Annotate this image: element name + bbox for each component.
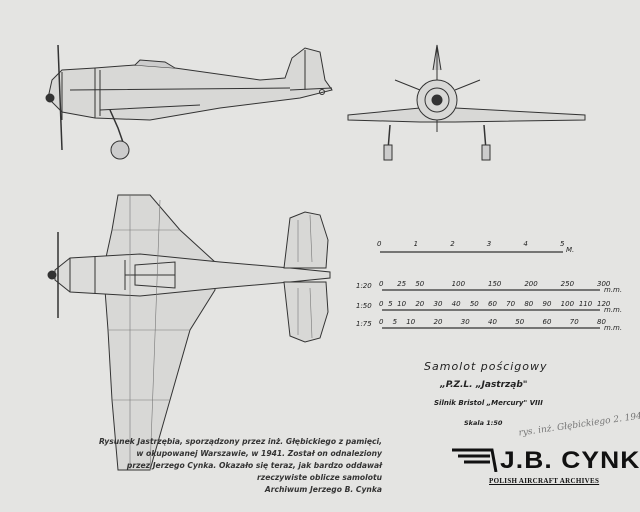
scale-tick-label: 90 (542, 300, 552, 308)
front-view (347, 44, 586, 161)
scale-tick-label: 0 (379, 280, 384, 288)
scale-tick-label: 5 (388, 300, 393, 308)
caption-line: w okupowanej Warszawie, w 1941. Został o… (136, 449, 382, 458)
scale-tick-label: 110 (578, 300, 593, 308)
scale-tick-label: 100 (451, 280, 466, 288)
scale-tick-label: 25 (397, 280, 407, 288)
engine-line: Silnik Bristol „Mercury" VIII (434, 399, 543, 407)
caption-line: Rysunek Jastrzębia, sporządzony przez in… (98, 437, 382, 446)
scale-tick-label: 5 (392, 318, 398, 326)
scale-tick-label: 80 (597, 318, 606, 326)
scale-unit: m.m. (604, 306, 623, 314)
scale-tick-label: 1 (413, 240, 419, 248)
title-line-1: Samolot pościgowy (424, 360, 548, 373)
scale-tick-label: 60 (488, 300, 497, 308)
title-line-2: „P.Z.L. „Jastrząb" (440, 380, 528, 390)
scale-bars (380, 251, 600, 329)
logo-name: J.B. CYNK (500, 447, 640, 474)
scale-tick-label: 200 (524, 280, 538, 288)
scale-tick-label: 2 (450, 240, 455, 248)
scale-ratio-label: 1:75 (356, 320, 372, 328)
scale-tick-label: 150 (488, 280, 502, 288)
top-view (47, 194, 331, 471)
scale-tick-label: 20 (433, 318, 443, 326)
scale-label: Skala 1:50 (464, 419, 503, 427)
scale-tick-label: 5 (560, 240, 565, 248)
logo-subtitle: POLISH AIRCRAFT ARCHIVES (489, 477, 600, 485)
scale-ratio-label: 1:20 (356, 282, 372, 290)
caption: Rysunek Jastrzębia, sporządzony przez in… (99, 436, 382, 496)
scale-tick-label: 20 (415, 300, 425, 308)
scale-tick-label: 50 (415, 280, 425, 288)
scale-tick-label: 50 (515, 318, 525, 326)
scale-tick-label: 30 (460, 318, 470, 326)
scale-tick-label: 70 (569, 318, 579, 326)
scale-tick-label: 300 (597, 280, 611, 288)
caption-line: Archiwum Jerzego B. Cynka (264, 485, 382, 494)
scale-tick-label: 40 (488, 318, 497, 326)
scale-tick-label: 120 (597, 300, 611, 308)
scale-tick-label: 50 (469, 300, 479, 308)
caption-line: rzeczywiste oblicze samolotu (257, 473, 382, 482)
scale-unit: m.m. (604, 324, 623, 332)
scale-tick-label: 40 (451, 300, 461, 308)
scale-tick-label: 0 (379, 318, 384, 326)
logo-wings-icon (452, 448, 498, 472)
scale-ratio-label: 1:50 (356, 302, 372, 310)
scale-tick-label: 10 (397, 300, 407, 308)
scale-tick-label: 30 (433, 300, 443, 308)
scale-tick-label: 100 (560, 300, 575, 308)
scale-tick-label: 80 (524, 300, 534, 308)
scale-tick-label: 70 (506, 300, 516, 308)
scale-unit: m.m. (604, 286, 623, 294)
side-view (45, 44, 333, 160)
scale-tick-label: 10 (406, 318, 416, 326)
scale-unit: M. (566, 246, 575, 254)
caption-line: przez Jerzego Cynka. Okazało się teraz, … (126, 461, 382, 470)
scale-tick-label: 60 (542, 318, 552, 326)
scale-tick-label: 250 (560, 280, 575, 288)
scale-tick-label: 0 (377, 240, 382, 248)
scale-tick-label: 4 (523, 240, 528, 248)
scale-tick-label: 0 (379, 300, 384, 308)
scale-tick-label: 3 (486, 240, 492, 248)
